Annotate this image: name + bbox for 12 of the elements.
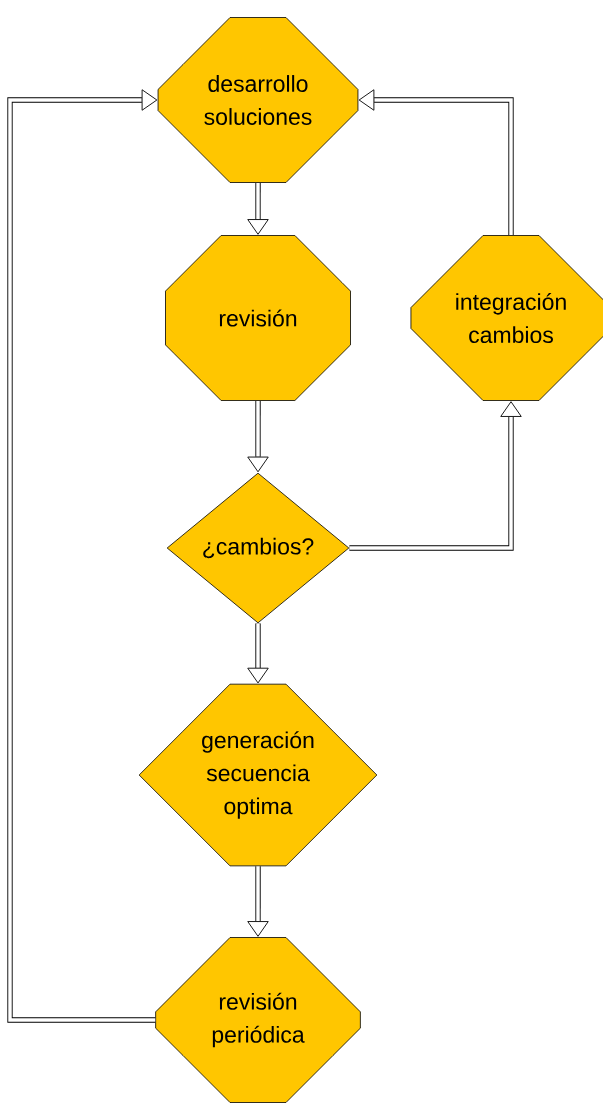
arrow xyxy=(247,866,269,937)
process-octagon: integración cambios xyxy=(410,235,603,401)
process-octagon: generación secuencia optima xyxy=(138,683,378,867)
arrow xyxy=(247,400,269,473)
process-octagon: desarrollo soluciones xyxy=(157,17,359,183)
arrow xyxy=(7,89,158,1023)
arrow xyxy=(247,623,269,684)
process-octagon: revisión xyxy=(165,235,351,401)
arrow xyxy=(358,89,514,236)
arrow xyxy=(349,401,522,551)
arrow xyxy=(247,182,269,235)
process-octagon: revisión periódica xyxy=(155,937,361,1103)
